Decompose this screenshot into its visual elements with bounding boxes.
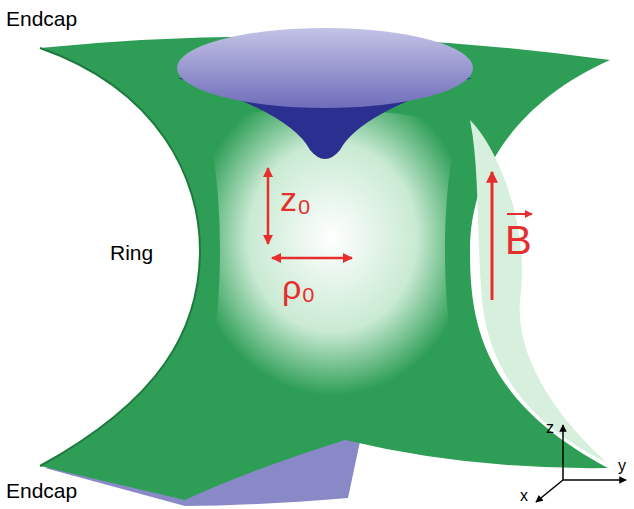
field-label: B <box>505 220 532 260</box>
rho0-dimension <box>272 257 352 260</box>
part-name: Endcap <box>6 480 77 501</box>
ring-outline <box>40 48 200 466</box>
dimension-label: z₀ <box>280 182 311 216</box>
axis-label: z <box>546 420 554 436</box>
z0-dimension <box>267 168 270 244</box>
z-axis <box>562 425 564 480</box>
dimension-label: ρ₀ <box>282 270 315 304</box>
axis-label: y <box>618 458 626 474</box>
axis-label: x <box>520 488 528 504</box>
part-name: Endcap <box>6 8 77 29</box>
x-axis <box>536 480 563 502</box>
field-arrow <box>491 172 494 300</box>
y-axis <box>563 479 626 481</box>
ring-cut-face <box>470 120 606 462</box>
vector-arrow <box>507 213 532 215</box>
part-name: Ring <box>110 242 153 263</box>
top-endcap <box>177 28 473 108</box>
